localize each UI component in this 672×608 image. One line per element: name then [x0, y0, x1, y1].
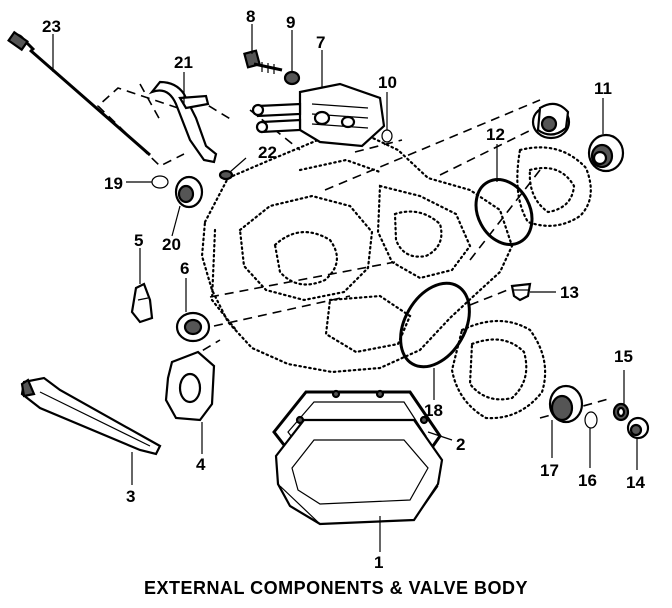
large-o-ring-lower	[399, 281, 471, 369]
callout-11: 11	[594, 79, 612, 98]
callout-2: 2	[456, 435, 465, 454]
snap-ring	[584, 411, 598, 429]
callout-21: 21	[174, 53, 193, 72]
callout-3: 3	[126, 487, 135, 506]
extension-cap-upper	[531, 102, 571, 140]
callout-14: 14	[626, 473, 645, 492]
callout-15: 15	[614, 347, 633, 366]
seal-cap	[587, 133, 625, 173]
o-ring-22	[218, 169, 234, 181]
small-o-ring	[381, 129, 393, 143]
bolt	[243, 49, 283, 74]
callout-9: 9	[286, 13, 295, 32]
callout-5: 5	[134, 231, 143, 250]
callout-12: 12	[486, 125, 505, 144]
callout-18: 18	[424, 401, 443, 420]
differential-cover-lower	[450, 320, 547, 420]
washer	[283, 70, 301, 86]
callout-17: 17	[540, 461, 559, 480]
callout-7: 7	[316, 33, 325, 52]
diagram-caption: EXTERNAL COMPONENTS & VALVE BODY	[143, 578, 529, 598]
callout-8: 8	[246, 7, 255, 26]
mount-plate	[164, 350, 216, 422]
callout-10: 10	[378, 73, 397, 92]
oil-pan	[274, 418, 444, 526]
callout-23: 23	[42, 17, 61, 36]
alignment-lines	[96, 83, 613, 419]
leader-lines	[52, 24, 638, 552]
callout-numbers: 23 21 8 9 7 10 11 12 22 19 20 5 6 13 4 3…	[42, 7, 645, 572]
axle-seal	[548, 384, 584, 424]
callout-20: 20	[162, 235, 181, 254]
callout-22: 22	[258, 143, 277, 162]
transmission-case	[200, 130, 514, 374]
bracket	[130, 282, 154, 324]
callout-4: 4	[196, 455, 206, 474]
oil-seal	[175, 311, 211, 343]
callout-6: 6	[180, 259, 189, 278]
callout-13: 13	[560, 283, 579, 302]
filler-tube	[148, 80, 218, 164]
speedometer-gear-seal	[612, 402, 630, 422]
oil-cooler	[251, 82, 386, 148]
breather-plug	[510, 282, 532, 302]
large-o-ring-upper	[474, 178, 534, 246]
callout-19: 19	[104, 174, 123, 193]
oil-strainer	[20, 376, 162, 456]
plug-cap	[626, 416, 650, 440]
differential-cover-upper	[516, 146, 592, 227]
dipstick	[7, 30, 151, 157]
callout-1: 1	[374, 553, 383, 572]
bushing	[174, 175, 204, 209]
o-ring-small-left	[151, 175, 169, 189]
callout-16: 16	[578, 471, 597, 490]
